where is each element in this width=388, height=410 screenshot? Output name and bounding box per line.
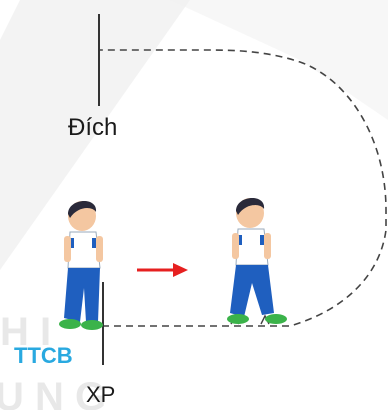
red-arrow-right-icon — [137, 263, 188, 277]
child-walking-icon — [227, 198, 287, 324]
ready-position-label: TTCB — [14, 343, 73, 369]
finish-label: Đích — [68, 114, 117, 142]
start-label: XP — [86, 382, 115, 408]
child-walking-icon — [59, 201, 103, 330]
